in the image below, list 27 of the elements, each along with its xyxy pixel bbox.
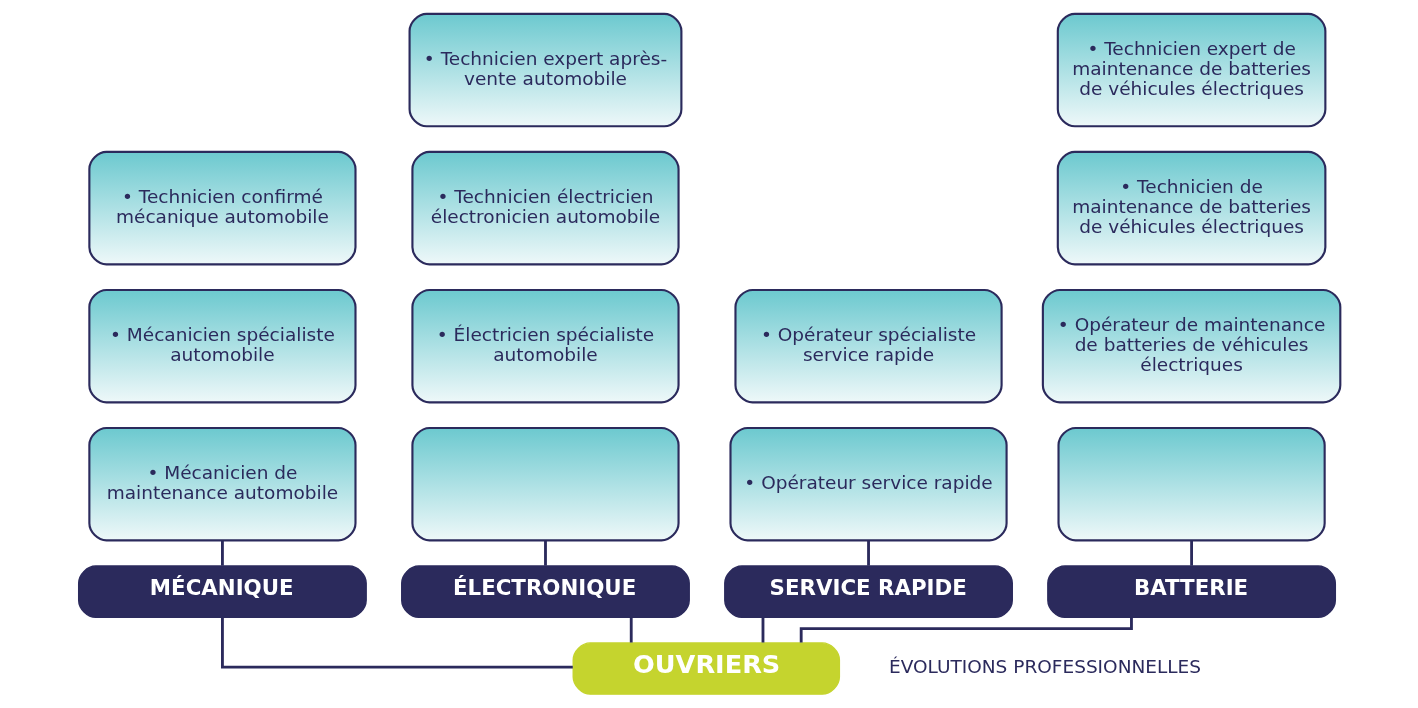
connector bbox=[629, 617, 633, 643]
node-box: SERVICE RAPIDE bbox=[723, 565, 1013, 618]
node-box: • Technicien expert après-vente automobile bbox=[408, 12, 682, 128]
node-box: • Opérateur spécialiste service rapide bbox=[733, 288, 1003, 404]
node-box: • Électricien spécialiste automobile bbox=[410, 288, 680, 404]
node-box: • Opérateur service rapide bbox=[728, 426, 1008, 542]
connector bbox=[543, 540, 547, 566]
node-box: • Technicien de maintenance de batteries de véhicules électriques bbox=[1056, 150, 1326, 266]
connector bbox=[220, 540, 224, 566]
node-box: ÉLECTRONIQUE bbox=[400, 565, 690, 618]
node-box: • Mécanicien de maintenance automobile bbox=[87, 426, 357, 542]
connector bbox=[799, 617, 1133, 643]
node-box: • Technicien électricien électronicien automobile bbox=[410, 150, 680, 266]
node-box bbox=[410, 426, 680, 542]
connector bbox=[1189, 540, 1193, 566]
node-box: BATTERIE bbox=[1046, 565, 1336, 618]
connector bbox=[866, 540, 870, 566]
node-box: MÉCANIQUE bbox=[77, 565, 367, 618]
node-box bbox=[1056, 426, 1326, 542]
node-box: • Mécanicien spécialiste automobile bbox=[87, 288, 357, 404]
connector bbox=[761, 617, 764, 643]
node-box: • Opérateur de maintenance de batteries de véhicules électriques bbox=[1041, 288, 1341, 404]
node-box: OUVRIERS bbox=[572, 642, 840, 695]
label: ÉVOLUTIONS PROFESSIONNELLES bbox=[888, 656, 1201, 678]
connector bbox=[220, 617, 573, 669]
node-box: • Technicien confirmé mécanique automobile bbox=[87, 150, 357, 266]
node-box: • Technicien expert de maintenance de batteries de véhicules électriques bbox=[1056, 12, 1326, 128]
